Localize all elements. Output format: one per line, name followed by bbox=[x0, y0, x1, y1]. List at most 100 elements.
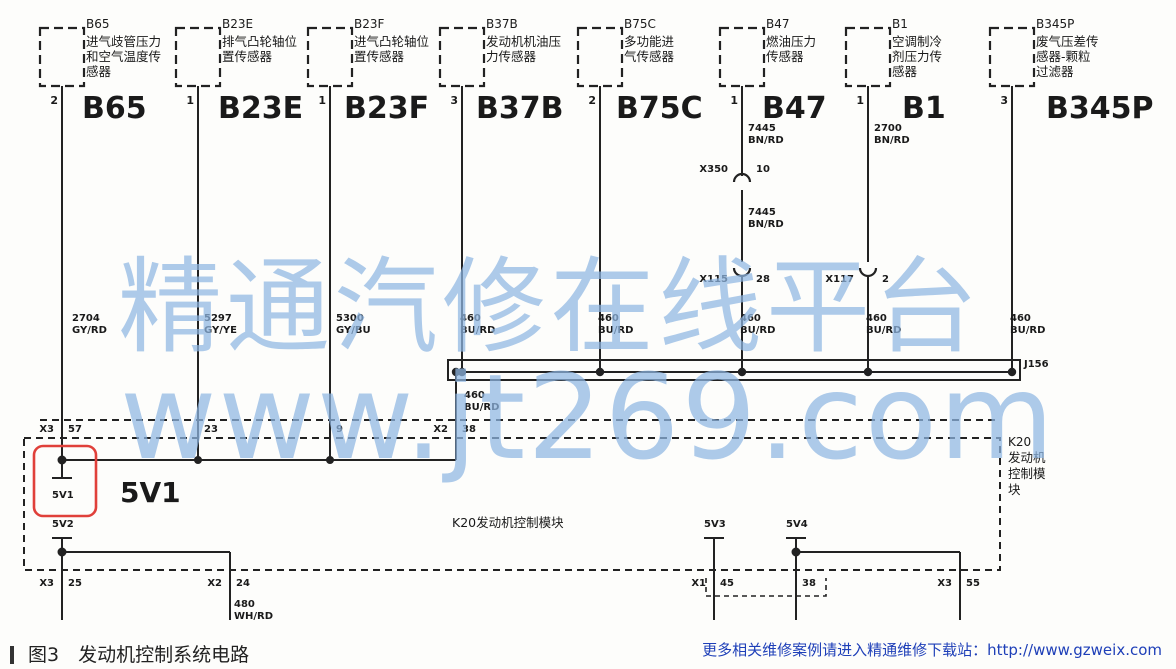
sensor-code-small: B345P bbox=[1036, 17, 1074, 31]
sensor-box bbox=[988, 26, 1036, 88]
sensor-name-line: 力传感器 bbox=[486, 49, 537, 64]
highlight-5v1-box bbox=[32, 444, 98, 518]
sensor-name-line: 废气压差传 bbox=[1036, 34, 1099, 49]
sensor-pin: 2 bbox=[50, 94, 58, 107]
internal-5v1-small-label: 5V1 bbox=[52, 490, 74, 501]
sensor-box bbox=[38, 26, 86, 88]
sensor-code-small: B37B bbox=[486, 17, 518, 31]
sensor-code-small: B1 bbox=[892, 17, 908, 31]
module-bottom-connector: X2 bbox=[207, 578, 222, 589]
module-name-right-line: 块 bbox=[1008, 482, 1021, 497]
sensor-name-line: 气传感器 bbox=[624, 49, 675, 64]
wire-label-splice-out-color: BU/RD bbox=[464, 402, 499, 413]
wire-label-b1-color: BU/RD bbox=[866, 325, 901, 336]
connector-x117-arc bbox=[858, 267, 878, 278]
splice-dot bbox=[863, 367, 873, 377]
sensor-code-big: B1 bbox=[902, 91, 946, 126]
module-bottom-connector: X1 bbox=[691, 578, 706, 589]
wire-label-b1-number: 460 bbox=[866, 313, 887, 324]
connector-x115-name: X115 bbox=[699, 274, 728, 285]
module-bottom-connector: X3 bbox=[937, 578, 952, 589]
wire-label-b47-mid-number: 7445 bbox=[748, 207, 776, 218]
module-name-right-line: 发动机 bbox=[1008, 450, 1046, 465]
figure-caption: 图3 发动机控制系统电路 bbox=[10, 640, 249, 667]
sensor-code-small: B65 bbox=[86, 17, 110, 31]
internal-5v2-label: 5V2 bbox=[52, 519, 74, 530]
connector-x117-name: X117 bbox=[825, 274, 854, 285]
sensor-name-line: 进气凸轮轴位 bbox=[354, 34, 429, 49]
sensor-box bbox=[718, 26, 766, 88]
connector-x1-dashed bbox=[705, 578, 827, 597]
wire-label-b75c-color: BU/RD bbox=[598, 325, 633, 336]
sensor-code-big: B65 bbox=[82, 91, 147, 126]
wire-label-bottom-number: 480 bbox=[234, 599, 255, 610]
internal-5v4-label: 5V4 bbox=[786, 519, 808, 530]
connector-x350-arc bbox=[732, 172, 752, 183]
sensor-code-big: B23E bbox=[218, 91, 303, 126]
internal-5v1-big-label: 5V1 bbox=[120, 476, 181, 509]
sensor-name-line: 过滤器 bbox=[1036, 64, 1074, 79]
wire-label-b37b-number: 460 bbox=[460, 313, 481, 324]
module-k20-dashed-box bbox=[23, 437, 1001, 571]
wire-label-b65-number: 2704 bbox=[72, 313, 100, 324]
wire-label-b345p-color: BU/RD bbox=[1010, 325, 1045, 336]
connector-x350-name: X350 bbox=[699, 164, 728, 175]
sensor-name-line: 和空气温度传 bbox=[86, 49, 161, 64]
module-bottom-pin: 38 bbox=[802, 578, 816, 589]
splice-dot bbox=[737, 367, 747, 377]
module-name-center: K20发动机控制模块 bbox=[452, 515, 564, 530]
sensor-name-line: 置传感器 bbox=[354, 49, 405, 64]
wire-label-b47-mid-color: BN/RD bbox=[748, 219, 784, 230]
wire-label-b23f-color: GY/BU bbox=[336, 325, 371, 336]
sensor-name-line: 排气凸轮轴位 bbox=[222, 34, 297, 49]
internal-bus-dot bbox=[326, 456, 334, 464]
module-name-right-line: 控制模 bbox=[1008, 466, 1046, 481]
sensor-code-big: B47 bbox=[762, 91, 827, 126]
connector-x115-arc bbox=[732, 267, 752, 278]
module-top-pin: 57 bbox=[68, 424, 82, 435]
sensor-box bbox=[576, 26, 624, 88]
sensor-code-big: B75C bbox=[616, 91, 703, 126]
sensor-name-line: 感器 bbox=[86, 64, 112, 79]
wire-label-splice-out-number: 460 bbox=[464, 390, 485, 401]
sensor-pin: 1 bbox=[318, 94, 326, 107]
wire-label-b47-upper-color: BN/RD bbox=[748, 135, 784, 146]
connector-x350-pin: 10 bbox=[756, 164, 770, 175]
sensor-name-line: 感器 bbox=[892, 64, 918, 79]
sensor-code-small: B23F bbox=[354, 17, 385, 31]
sensor-name-line: 剂压力传 bbox=[892, 49, 942, 64]
sensor-name-line: 燃油压力 bbox=[766, 34, 816, 49]
sensor-box bbox=[306, 26, 354, 88]
connector-x115-pin: 28 bbox=[756, 274, 770, 285]
splice-label: J156 bbox=[1023, 359, 1049, 370]
wire-label-bottom-color: WH/RD bbox=[234, 611, 273, 622]
module-bottom-pin: 25 bbox=[68, 578, 82, 589]
connector-x117-pin: 2 bbox=[882, 274, 889, 285]
splice-j156-box bbox=[447, 359, 1021, 381]
sensor-box bbox=[438, 26, 486, 88]
wire-label-b75c-number: 460 bbox=[598, 313, 619, 324]
download-site-link[interactable]: 更多相关维修案例请进入精通维修下载站：http://www.gzweix.com bbox=[702, 641, 1162, 659]
module-bottom-connector: X3 bbox=[39, 578, 54, 589]
sensor-name-line: 多功能进 bbox=[624, 34, 675, 49]
sensor-pin: 2 bbox=[588, 94, 596, 107]
module-bottom-pin: 45 bbox=[720, 578, 734, 589]
sensor-name-line: 空调制冷 bbox=[892, 34, 942, 49]
module-top-pin: 23 bbox=[204, 424, 218, 435]
module-top-connector: X2 bbox=[433, 424, 448, 435]
sensor-pin: 3 bbox=[450, 94, 458, 107]
sensor-code-small: B23E bbox=[222, 17, 253, 31]
sensor-code-big: B345P bbox=[1046, 91, 1153, 126]
sensor-box bbox=[844, 26, 892, 88]
module-top-connector: X3 bbox=[39, 424, 54, 435]
sensor-code-small: B47 bbox=[766, 17, 790, 31]
caption-bar bbox=[10, 646, 14, 664]
module-bottom-pin: 55 bbox=[966, 578, 980, 589]
